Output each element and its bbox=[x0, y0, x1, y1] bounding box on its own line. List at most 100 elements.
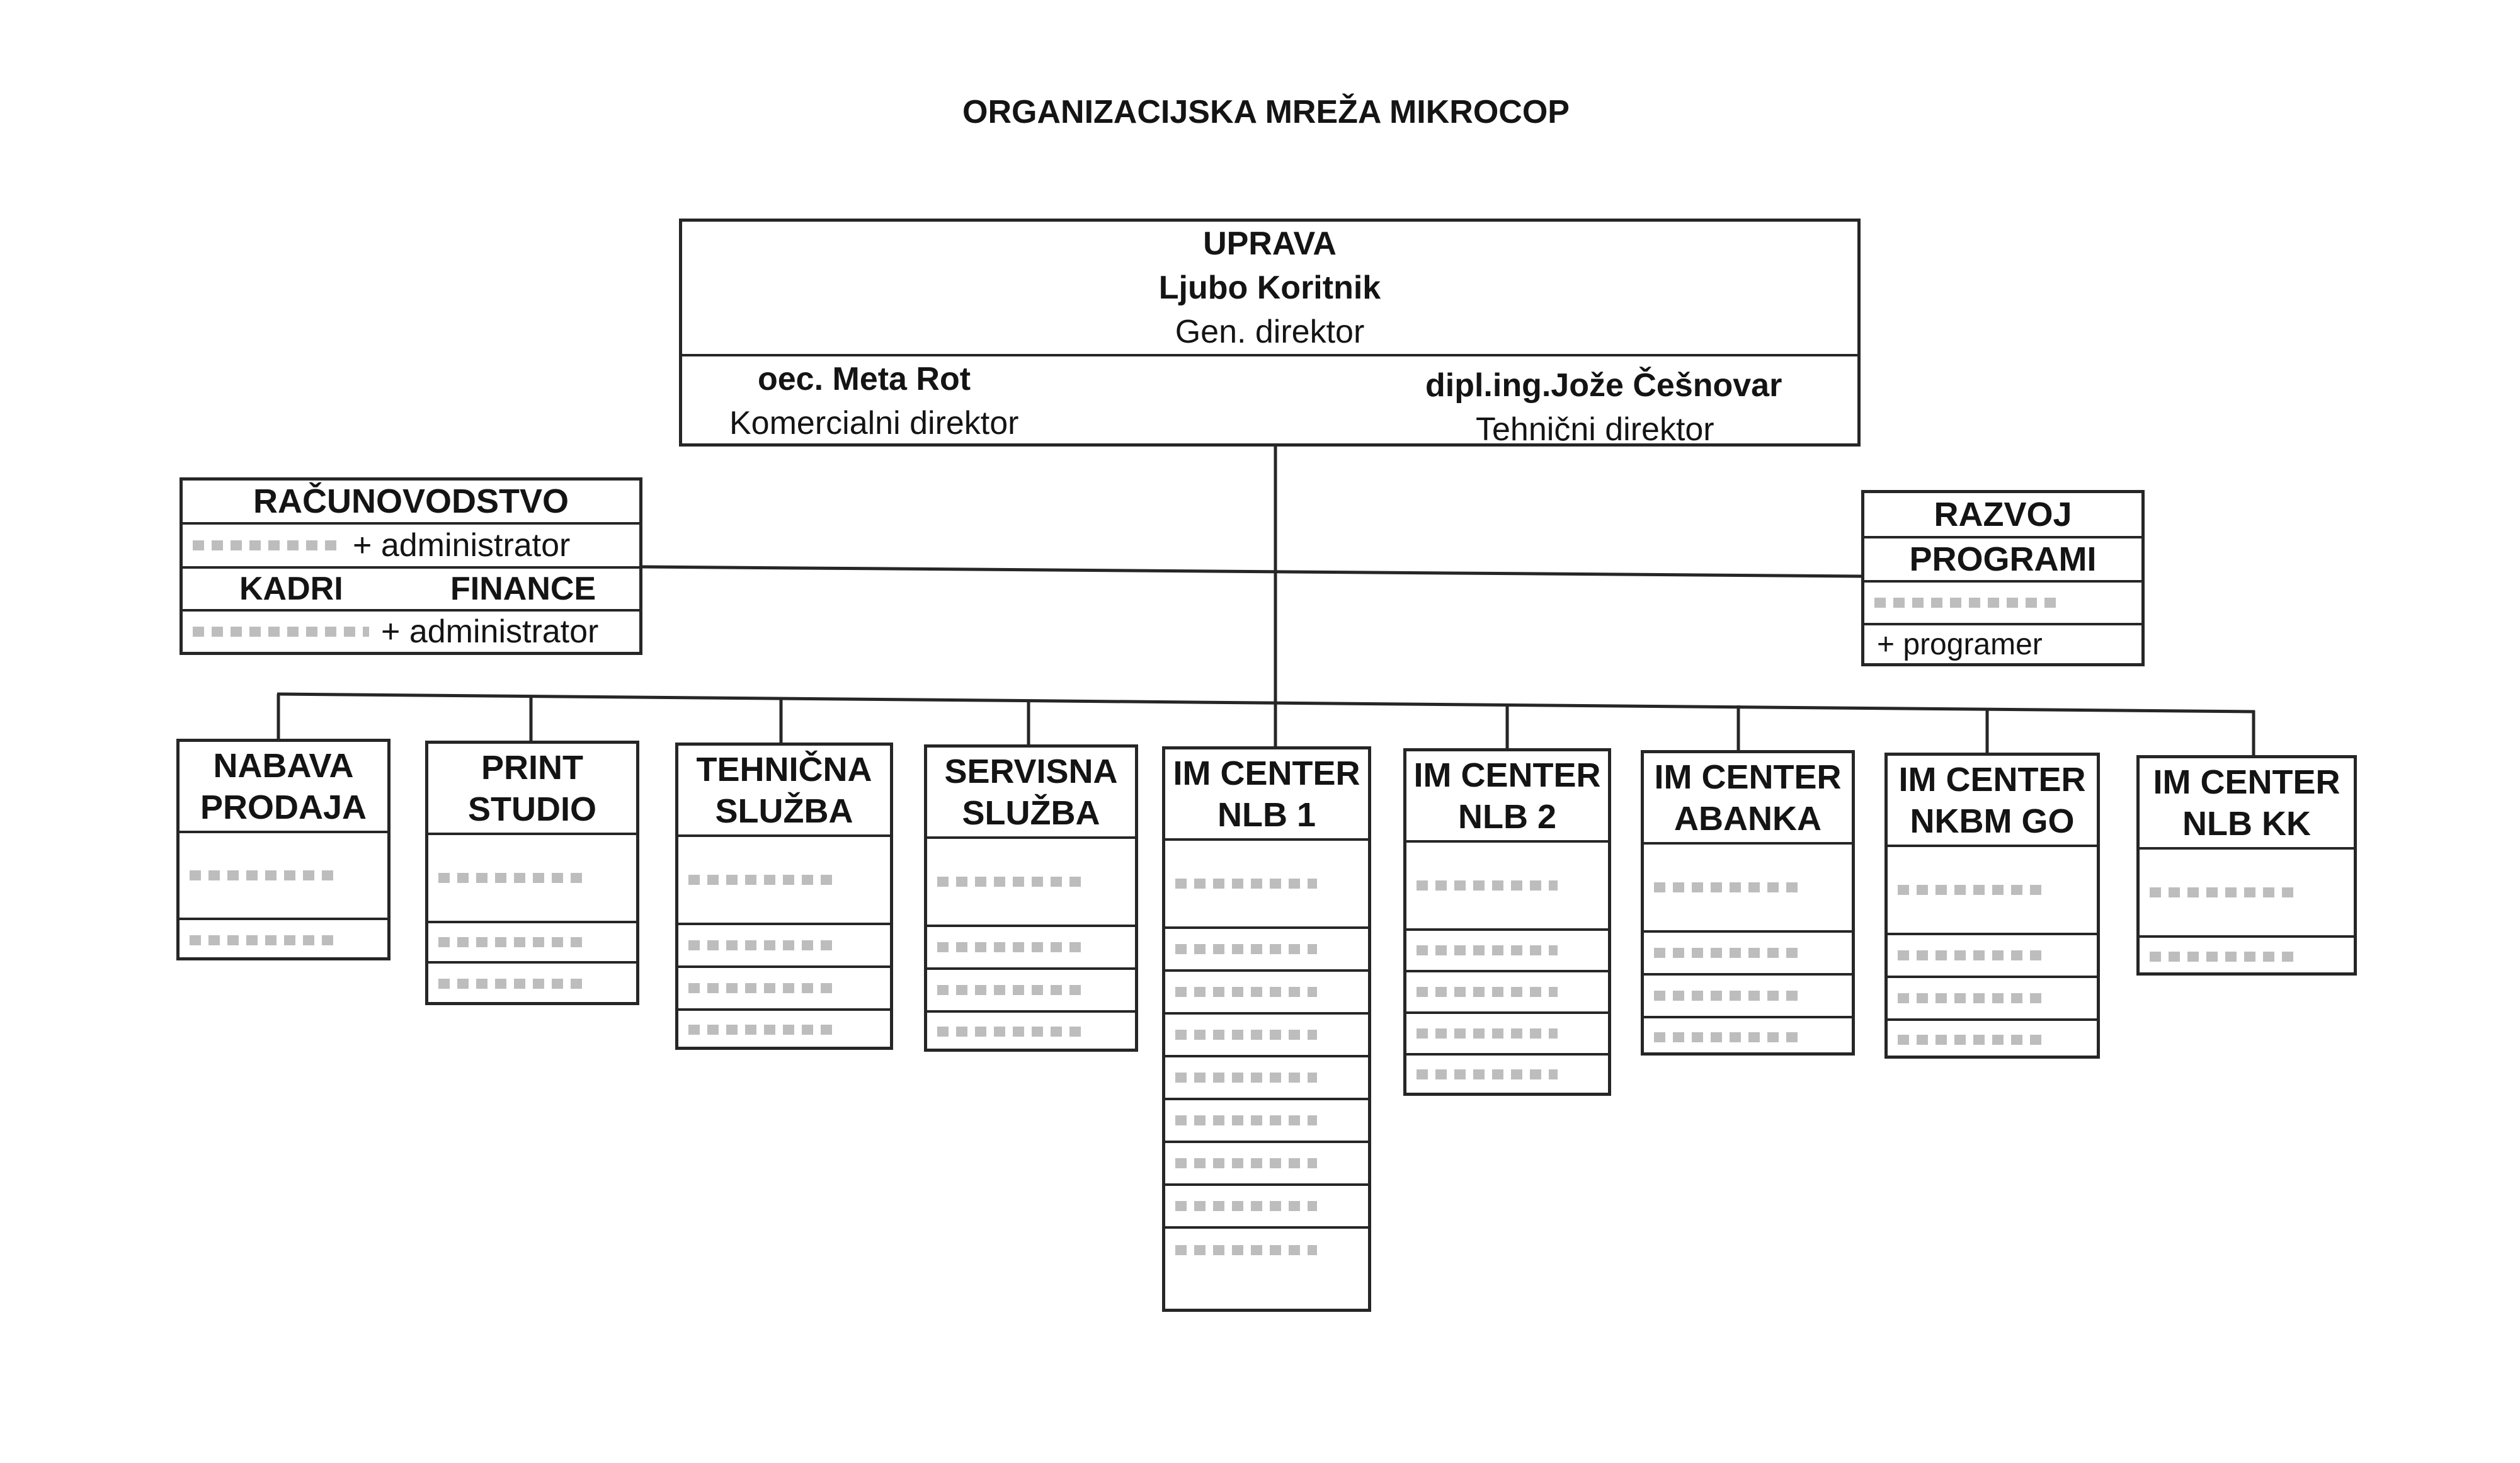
dept-im-center-nlb1: IM CENTER NLB 1 bbox=[1162, 746, 1371, 1312]
redacted-name bbox=[1898, 993, 2044, 1003]
redacted-name bbox=[1175, 944, 1318, 954]
dept-heading-line-2: NLB KK bbox=[2182, 804, 2311, 843]
staff-row bbox=[927, 1013, 1135, 1050]
staff-row bbox=[428, 923, 636, 964]
redacted-name bbox=[1654, 948, 1799, 958]
redacted-name bbox=[1417, 987, 1558, 997]
dept-staff-list bbox=[180, 833, 387, 957]
dept-heading: IM CENTER ABANKA bbox=[1644, 753, 1852, 845]
dept-heading-line-2: NLB 2 bbox=[1457, 797, 1556, 836]
kadri-label: KADRI bbox=[239, 571, 343, 607]
staff-row bbox=[1165, 841, 1368, 929]
staff-row bbox=[678, 837, 890, 925]
dept-heading-line-1: IM CENTER bbox=[2153, 763, 2340, 801]
dept-heading: IM CENTER NLB KK bbox=[2140, 758, 2354, 850]
dept-heading-line-1: TEHNIČNA bbox=[696, 750, 872, 788]
dept-heading: PRINT STUDIO bbox=[428, 744, 636, 835]
redacted-name bbox=[1898, 950, 2044, 960]
razvoj-heading: RAZVOJ bbox=[1864, 493, 2141, 538]
dept-staff-list bbox=[1406, 843, 1608, 1093]
redacted-name bbox=[1175, 879, 1318, 889]
dept-heading-line-2: NKBM GO bbox=[1910, 802, 2075, 840]
redacted-name bbox=[1175, 1073, 1318, 1083]
staff-row bbox=[180, 833, 387, 920]
staff-row bbox=[678, 968, 890, 1011]
staff-row bbox=[1644, 976, 1852, 1018]
racunovodstvo-row-2: + administrator bbox=[183, 612, 639, 652]
razvoj-note-row: + programer bbox=[1864, 625, 2141, 663]
ceo-role: Gen. direktor bbox=[1175, 314, 1365, 350]
staff-row bbox=[1644, 845, 1852, 933]
redacted-name bbox=[1898, 885, 2044, 895]
dept-im-center-nlb2: IM CENTER NLB 2 bbox=[1403, 748, 1611, 1096]
redacted-name bbox=[190, 870, 335, 880]
dept-nabava-prodaja: NABAVA PRODAJA bbox=[176, 739, 391, 960]
staff-row bbox=[2140, 938, 2354, 976]
staff-row bbox=[1406, 1056, 1608, 1093]
redacted-name bbox=[2150, 952, 2300, 962]
staff-row bbox=[1406, 972, 1608, 1014]
racunovodstvo-row-2-text: + administrator bbox=[381, 613, 599, 650]
uprava-header: UPRAVA Ljubo Koritnik Gen. direktor bbox=[682, 222, 1857, 356]
redacted-name bbox=[438, 979, 584, 989]
chart-title: ORGANIZACIJSKA MREŽA MIKROCOP bbox=[962, 94, 1570, 130]
dept-heading-line-1: IM CENTER bbox=[1898, 760, 2086, 799]
dept-heading: IM CENTER NLB 1 bbox=[1165, 749, 1368, 841]
staff-row bbox=[1165, 1186, 1368, 1229]
dept-heading-line-2: SLUŽBA bbox=[962, 794, 1100, 832]
ceo-name: Ljubo Koritnik bbox=[1158, 270, 1381, 306]
staff-row bbox=[1165, 1143, 1368, 1186]
dept-servisna-sluzba: SERVISNA SLUŽBA bbox=[924, 744, 1138, 1052]
staff-row bbox=[1644, 1018, 1852, 1056]
staff-line bbox=[642, 565, 1862, 578]
dept-heading-line-2: SLUŽBA bbox=[715, 792, 853, 830]
staff-row bbox=[1888, 847, 2097, 935]
dept-staff-list bbox=[1888, 847, 2097, 1056]
racunovodstvo-row-1-text: + administrator bbox=[353, 527, 571, 564]
staff-row bbox=[1406, 931, 1608, 972]
uprava-box: UPRAVA Ljubo Koritnik Gen. direktor oec.… bbox=[679, 219, 1861, 448]
staff-row bbox=[1888, 978, 2097, 1021]
dept-im-center-abanka: IM CENTER ABANKA bbox=[1641, 750, 1855, 1056]
dept-heading-line-2: NLB 1 bbox=[1217, 795, 1316, 834]
redacted-name bbox=[937, 877, 1083, 887]
redacted-name bbox=[688, 875, 837, 885]
staff-row bbox=[1165, 929, 1368, 972]
redacted-name bbox=[1417, 880, 1558, 891]
dept-print-studio: PRINT STUDIO bbox=[425, 741, 639, 1005]
dept-heading: TEHNIČNA SLUŽBA bbox=[678, 746, 890, 837]
staff-row bbox=[678, 1011, 890, 1049]
dept-heading-line-1: SERVISNA bbox=[944, 752, 1118, 790]
staff-row bbox=[1644, 933, 1852, 976]
racunovodstvo-heading: RAČUNOVODSTVO bbox=[183, 481, 639, 525]
dept-bus-line bbox=[277, 692, 2255, 714]
redacted-name bbox=[438, 937, 584, 947]
staff-row bbox=[1165, 1100, 1368, 1143]
redacted-name bbox=[1417, 945, 1558, 955]
dept-heading-line-1: PRINT bbox=[481, 748, 583, 787]
technical-director-name: dipl.ing.Jože Češnovar bbox=[1425, 367, 1782, 404]
redacted-name bbox=[1175, 1030, 1318, 1040]
staff-row bbox=[1165, 972, 1368, 1015]
dept-im-center-nkbm-go: IM CENTER NKBM GO bbox=[1884, 753, 2100, 1059]
razvoj-box: RAZVOJ PROGRAMI + programer bbox=[1861, 490, 2145, 666]
staff-row bbox=[1165, 1057, 1368, 1100]
staff-row bbox=[2140, 850, 2354, 938]
dept-heading: IM CENTER NKBM GO bbox=[1888, 756, 2097, 847]
dept-heading-line-2: PRODAJA bbox=[200, 788, 367, 826]
staff-row bbox=[927, 970, 1135, 1013]
staff-row bbox=[1165, 1015, 1368, 1057]
staff-row bbox=[927, 839, 1135, 927]
technical-director-role: Tehnični direktor bbox=[1476, 411, 1714, 448]
dept-tehnicna-sluzba: TEHNIČNA SLUŽBA bbox=[675, 743, 893, 1050]
dept-staff-list bbox=[2140, 850, 2354, 972]
redacted-name bbox=[1654, 882, 1799, 892]
redacted-name bbox=[1175, 1115, 1318, 1125]
staff-row bbox=[1165, 1229, 1368, 1272]
kadri-finance-row: KADRI FINANCE bbox=[183, 569, 639, 612]
staff-row bbox=[927, 927, 1135, 970]
dept-staff-list bbox=[678, 837, 890, 1047]
dept-heading: SERVISNA SLUŽBA bbox=[927, 748, 1135, 839]
staff-row bbox=[1406, 1014, 1608, 1056]
finance-label: FINANCE bbox=[450, 571, 596, 607]
